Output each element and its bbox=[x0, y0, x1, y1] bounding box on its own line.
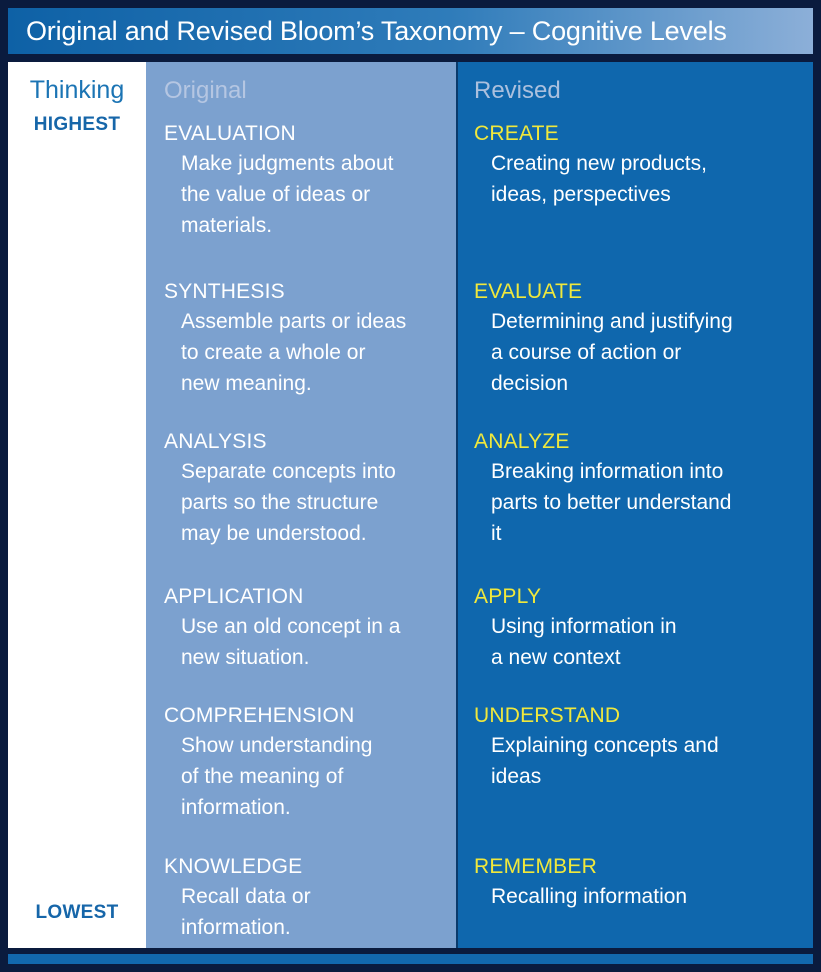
level-name: ANALYZE bbox=[474, 430, 570, 453]
level-name: CREATE bbox=[474, 122, 559, 145]
level-name: COMPREHENSION bbox=[164, 704, 355, 727]
lowest-label: LOWEST bbox=[35, 902, 119, 923]
footer-bar bbox=[8, 954, 813, 964]
level-description: Creating new products, ideas, perspectiv… bbox=[491, 152, 707, 206]
title-bar: Original and Revised Bloom’s Taxonomy – … bbox=[8, 8, 813, 54]
level-section-application: APPLICATION Use an old concept in a new … bbox=[164, 583, 450, 702]
original-column: Original EVALUATION Make judgments about… bbox=[146, 62, 456, 948]
level-name: REMEMBER bbox=[474, 855, 597, 878]
level-name: EVALUATE bbox=[474, 280, 583, 303]
level-section-knowledge: KNOWLEDGE Recall data or information. bbox=[164, 853, 450, 943]
level-section-understand: UNDERSTAND Explaining concepts and ideas bbox=[474, 702, 807, 853]
column-divider bbox=[456, 62, 458, 948]
level-description: Use an old concept in a new situation. bbox=[181, 615, 401, 669]
column-header-revised: Revised bbox=[474, 77, 561, 104]
level-section-apply: APPLY Using information in a new context bbox=[474, 583, 807, 702]
level-section-comprehension: COMPREHENSION Show understanding of the … bbox=[164, 702, 450, 853]
level-name: APPLY bbox=[474, 585, 542, 608]
revised-column: Revised CREATE Creating new products, id… bbox=[458, 62, 813, 948]
columns-area: Thinking HIGHEST LOWEST Original EVALUAT… bbox=[8, 62, 813, 948]
level-name: APPLICATION bbox=[164, 585, 304, 608]
level-name: KNOWLEDGE bbox=[164, 855, 303, 878]
column-header-thinking: Thinking bbox=[29, 76, 125, 104]
level-description: Explaining concepts and ideas bbox=[491, 734, 719, 788]
level-section-analyze: ANALYZE Breaking information into parts … bbox=[474, 428, 807, 583]
level-description: Breaking information into parts to bette… bbox=[491, 460, 732, 545]
level-description: Determining and justifying a course of a… bbox=[491, 310, 733, 395]
level-name: EVALUATION bbox=[164, 122, 296, 145]
level-description: Assemble parts or ideas to create a whol… bbox=[181, 310, 407, 395]
page-title: Original and Revised Bloom’s Taxonomy – … bbox=[26, 15, 727, 46]
level-description: Using information in a new context bbox=[491, 615, 677, 669]
level-section-synthesis: SYNTHESIS Assemble parts or ideas to cre… bbox=[164, 278, 450, 428]
highest-label: HIGHEST bbox=[33, 114, 121, 135]
thinking-column: Thinking HIGHEST LOWEST bbox=[8, 62, 146, 948]
level-section-create: CREATE Creating new products, ideas, per… bbox=[474, 120, 807, 278]
level-section-remember: REMEMBER Recalling information bbox=[474, 853, 807, 912]
level-section-evaluation: EVALUATION Make judgments about the valu… bbox=[164, 120, 450, 278]
level-name: SYNTHESIS bbox=[164, 280, 285, 303]
level-name: UNDERSTAND bbox=[474, 704, 621, 727]
column-header-original: Original bbox=[164, 77, 247, 104]
level-description: Recall data or information. bbox=[181, 885, 311, 939]
level-description: Recalling information bbox=[491, 885, 688, 908]
level-description: Make judgments about the value of ideas … bbox=[181, 152, 394, 237]
level-description: Show understanding of the meaning of inf… bbox=[181, 734, 373, 819]
level-name: ANALYSIS bbox=[164, 430, 267, 453]
level-section-analysis: ANALYSIS Separate concepts into parts so… bbox=[164, 428, 450, 583]
level-section-evaluate: EVALUATE Determining and justifying a co… bbox=[474, 278, 807, 428]
level-description: Separate concepts into parts so the stru… bbox=[181, 460, 396, 545]
